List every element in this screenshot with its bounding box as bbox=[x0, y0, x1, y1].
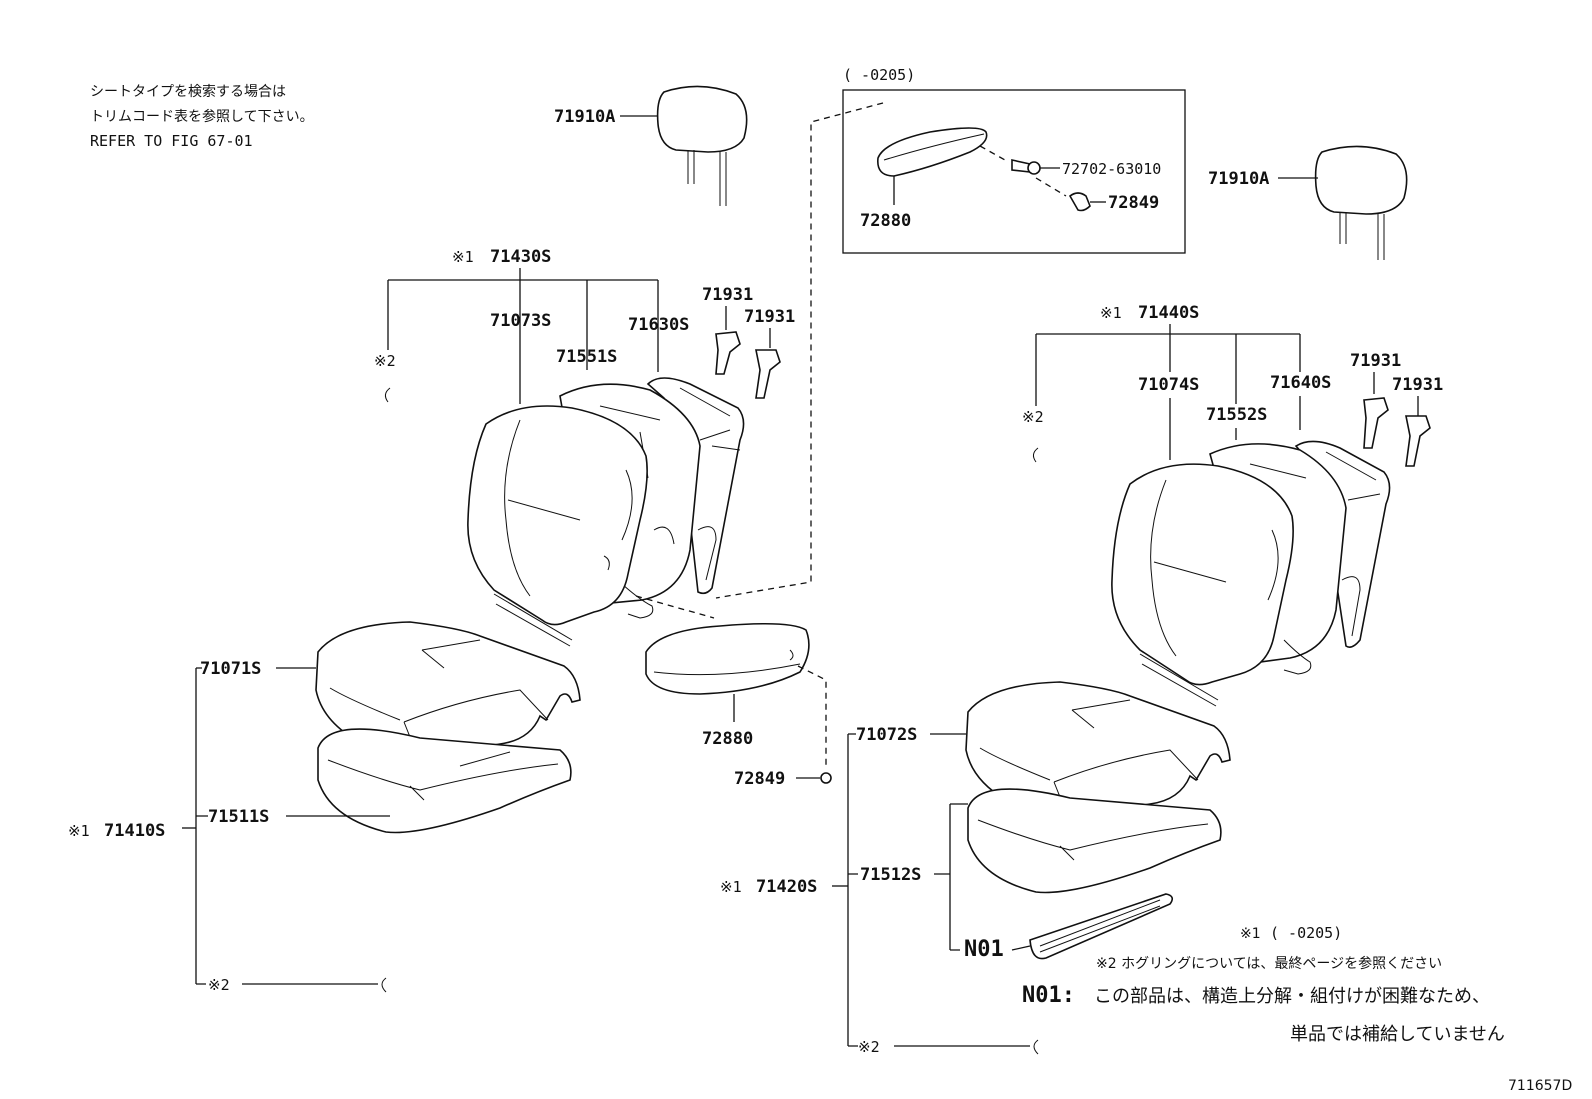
legend-mark-1: ※1 bbox=[1240, 926, 1261, 942]
inset-box bbox=[842, 89, 1186, 254]
label-left-back-frame: 71630S bbox=[628, 315, 689, 335]
right-back-cover-part[interactable] bbox=[1111, 463, 1294, 707]
label-inset-cap: 72849 bbox=[1108, 193, 1159, 213]
guide-d-part[interactable] bbox=[1405, 415, 1431, 467]
legend-n01-label: N01: bbox=[1022, 983, 1075, 1008]
mark-1-right-cushion: ※1 bbox=[720, 878, 742, 896]
label-right-back-frame: 71640S bbox=[1270, 373, 1331, 393]
headrest-right[interactable] bbox=[1314, 145, 1408, 260]
label-cap: 72849 bbox=[734, 769, 785, 789]
left-cushion-pad-part[interactable] bbox=[317, 728, 572, 834]
label-guide-b: 71931 bbox=[744, 307, 795, 327]
note-line-1: シートタイプを検索する場合は bbox=[90, 83, 286, 100]
label-guide-a: 71931 bbox=[702, 285, 753, 305]
legend-n01-text-2: 単品では補給していません bbox=[1290, 1024, 1505, 1045]
label-armrest: 72880 bbox=[702, 729, 753, 749]
note-line-3: REFER TO FIG 67-01 bbox=[90, 132, 253, 150]
mark-1-left-cushion: ※1 bbox=[68, 822, 90, 840]
n01-part[interactable] bbox=[1029, 893, 1174, 960]
armrest-part[interactable] bbox=[645, 622, 810, 695]
label-inset-screw: 72702-63010 bbox=[1062, 160, 1161, 178]
left-back-cover-part[interactable] bbox=[467, 405, 648, 647]
label-right-back-cover: 71074S bbox=[1138, 375, 1199, 395]
cap-part[interactable] bbox=[820, 772, 832, 784]
legend-n01-text-1: この部品は、構造上分解・組付けが困難なため、 bbox=[1094, 986, 1490, 1007]
mark-2-left-back: ※2 bbox=[374, 352, 396, 370]
label-guide-c: 71931 bbox=[1350, 351, 1401, 371]
mark-1-left-back: ※1 bbox=[452, 248, 474, 266]
mark-2-right-cushion: ※2 bbox=[858, 1038, 880, 1056]
figure-id: 711657D bbox=[1508, 1078, 1572, 1094]
label-right-cushion-pad: 71512S bbox=[860, 865, 921, 885]
label-left-cushion-assy: 71410S bbox=[104, 821, 165, 841]
label-n01: N01 bbox=[964, 937, 1004, 962]
label-left-cushion-pad: 71511S bbox=[208, 807, 269, 827]
label-headrest-left: 71910A bbox=[554, 107, 615, 127]
headrest-left[interactable] bbox=[656, 85, 748, 206]
right-cushion-pad-part[interactable] bbox=[967, 788, 1222, 894]
legend-range: ( -0205) bbox=[1270, 924, 1342, 942]
inset-cap-part[interactable] bbox=[1068, 192, 1091, 212]
label-headrest-right: 71910A bbox=[1208, 169, 1269, 189]
note-line-2: トリムコード表を参照して下さい。 bbox=[90, 108, 314, 125]
inset-armrest-part[interactable] bbox=[877, 127, 988, 177]
inset-screw-part[interactable] bbox=[1011, 159, 1041, 175]
label-left-back-cover: 71073S bbox=[490, 311, 551, 331]
guide-a-part[interactable] bbox=[715, 331, 741, 375]
label-right-cushion-cover: 71072S bbox=[856, 725, 917, 745]
mark-2-left-cushion: ※2 bbox=[208, 976, 230, 994]
label-right-back-assy: 71440S bbox=[1138, 303, 1199, 323]
inset-range-label: ( -0205) bbox=[843, 66, 915, 84]
label-left-back-assy: 71430S bbox=[490, 247, 551, 267]
guide-c-part[interactable] bbox=[1363, 397, 1389, 449]
label-left-cushion-cover: 71071S bbox=[200, 659, 261, 679]
mark-2-right-back: ※2 bbox=[1022, 408, 1044, 426]
label-inset-armrest: 72880 bbox=[860, 211, 911, 231]
label-right-cushion-assy: 71420S bbox=[756, 877, 817, 897]
label-right-back-pad: 71552S bbox=[1206, 405, 1267, 425]
label-left-back-pad: 71551S bbox=[556, 347, 617, 367]
mark-1-right-back: ※1 bbox=[1100, 304, 1122, 322]
label-guide-d: 71931 bbox=[1392, 375, 1443, 395]
guide-b-part[interactable] bbox=[755, 349, 781, 399]
legend-note-2: ※2 ホグリングについては、最終ページを参照ください bbox=[1096, 955, 1442, 972]
